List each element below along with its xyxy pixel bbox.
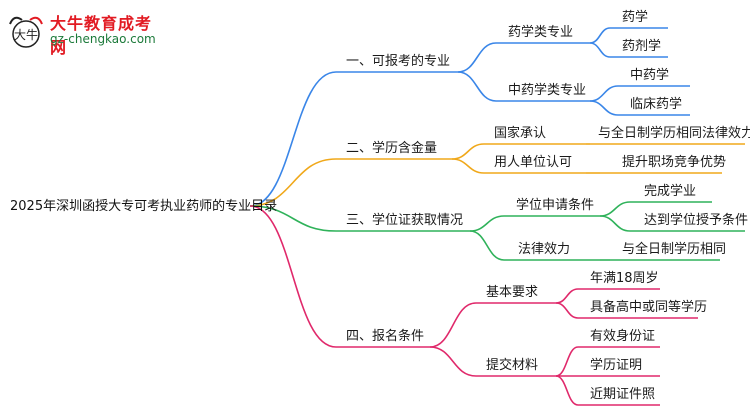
root-topic: 2025年深圳函授大专可考执业药师的专业目录	[10, 199, 278, 214]
leaf-3-1-2-connector	[599, 215, 631, 232]
branch-4-label: 四、报名条件	[346, 329, 425, 344]
node-1-1-label: 药学类专业	[508, 25, 574, 40]
logo: 大牛 大牛教育成考网 gz-chengkao.com	[6, 4, 166, 58]
branch-4-connector	[249, 205, 337, 348]
node-4-1-connector	[429, 302, 477, 348]
node-3-2-connector	[469, 230, 505, 261]
leaf-4-2-3-connector	[555, 375, 579, 406]
node-2-1-label: 国家承认	[494, 126, 547, 141]
node-4-2-label: 提交材料	[486, 358, 539, 373]
leaf-4-1-1-connector	[555, 288, 579, 304]
node-1-2-label: 中药学类专业	[508, 83, 587, 98]
leaf-1-2-1: 中药学	[630, 68, 670, 83]
svg-text:大牛: 大牛	[14, 27, 38, 42]
node-2-2-label: 用人单位认可	[494, 155, 573, 170]
branch-1-connector	[249, 71, 337, 207]
leaf-4-2-1-connector	[555, 346, 579, 377]
leaf-4-1-2: 具备高中或同等学历	[590, 300, 708, 315]
leaf-1-2-1-connector	[589, 85, 619, 102]
branch-3-connector	[249, 205, 337, 232]
node-1-2-connector	[457, 71, 497, 102]
node-1-1-connector	[457, 42, 497, 73]
leaf-3-1-1-connector	[599, 201, 631, 217]
leaf-1-2-2: 临床药学	[630, 97, 683, 112]
leaf-1-1-2: 药剂学	[622, 39, 662, 54]
bull-logo-icon: 大牛	[9, 16, 43, 48]
logo-url: gz-chengkao.com	[50, 32, 156, 46]
branch-3-label: 三、学位证获取情况	[346, 213, 464, 228]
branch-2-connector	[249, 158, 337, 207]
leaf-1-1-1-connector	[589, 27, 611, 44]
leaf-4-1-1: 年满18周岁	[590, 271, 659, 286]
leaf-4-2-1: 有效身份证	[590, 329, 656, 344]
branch-1-label: 一、可报考的专业	[346, 54, 451, 69]
leaf-3-1-1: 完成学业	[644, 184, 697, 199]
node-4-2-connector	[429, 346, 477, 377]
leaf-3-1-2: 达到学位授予条件	[644, 213, 749, 228]
leaf-1-2-2-connector	[589, 100, 619, 116]
node-3-1-connector	[469, 215, 505, 232]
leaf-4-1-2-connector	[555, 302, 579, 319]
leaf-3-2-1: 与全日制学历相同	[622, 242, 727, 257]
leaf-4-2-2: 学历证明	[590, 358, 643, 373]
node-2-2-connector	[451, 158, 485, 174]
node-2-1-connector	[451, 143, 485, 160]
leaf-1-1-2-connector	[589, 42, 611, 58]
leaf-4-2-3: 近期证件照	[590, 387, 656, 402]
leaf-2-2-1: 提升职场竞争优势	[622, 155, 727, 170]
logo-title: 大牛教育成考网	[50, 14, 153, 57]
branch-2-label: 二、学历含金量	[346, 141, 438, 156]
node-3-2-label: 法律效力	[518, 242, 571, 257]
node-4-1-label: 基本要求	[486, 285, 539, 300]
leaf-2-1-1: 与全日制学历相同法律效力	[598, 126, 750, 141]
node-3-1-label: 学位申请条件	[516, 198, 595, 213]
leaf-1-1-1: 药学	[622, 10, 649, 25]
